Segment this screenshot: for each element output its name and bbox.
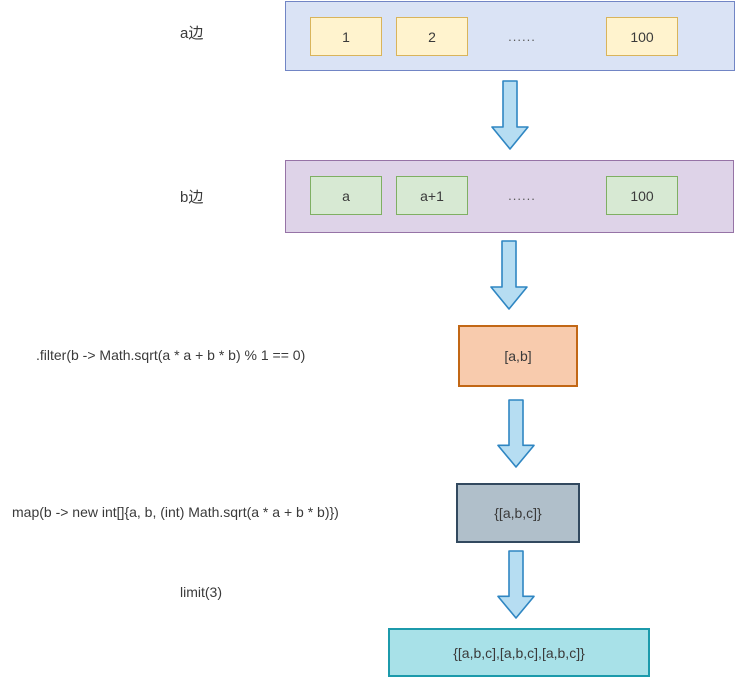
stream-a-cell-1: 1 xyxy=(310,17,382,56)
stream-b-container: a a+1 ...... 100 xyxy=(285,160,734,233)
filter-operation-label: .filter(b -> Math.sqrt(a * a + b * b) % … xyxy=(36,347,306,363)
stream-a-container: 1 2 ...... 100 xyxy=(285,1,735,71)
stream-b-cell-a1: a+1 xyxy=(396,176,468,215)
stream-a-ellipsis: ...... xyxy=(508,29,536,44)
map-operation-label: map(b -> new int[]{a, b, (int) Math.sqrt… xyxy=(12,504,339,520)
flow-arrow-2-icon xyxy=(490,240,528,310)
map-result-box: {[a,b,c]} xyxy=(456,483,580,543)
side-a-label: a边 xyxy=(180,25,204,42)
stream-b-cell-a: a xyxy=(310,176,382,215)
flow-arrow-1-icon xyxy=(491,80,529,150)
stream-b-ellipsis: ...... xyxy=(508,188,536,203)
flow-arrow-3-icon xyxy=(497,399,535,468)
filter-result-box: [a,b] xyxy=(458,325,578,387)
final-result-box: {[a,b,c],[a,b,c],[a,b,c]} xyxy=(388,628,650,677)
limit-operation-label: limit(3) xyxy=(180,584,222,600)
stream-a-cell-100: 100 xyxy=(606,17,678,56)
side-b-label: b边 xyxy=(180,189,204,206)
flow-arrow-4-icon xyxy=(497,550,535,619)
stream-b-cell-100: 100 xyxy=(606,176,678,215)
stream-a-cell-2: 2 xyxy=(396,17,468,56)
